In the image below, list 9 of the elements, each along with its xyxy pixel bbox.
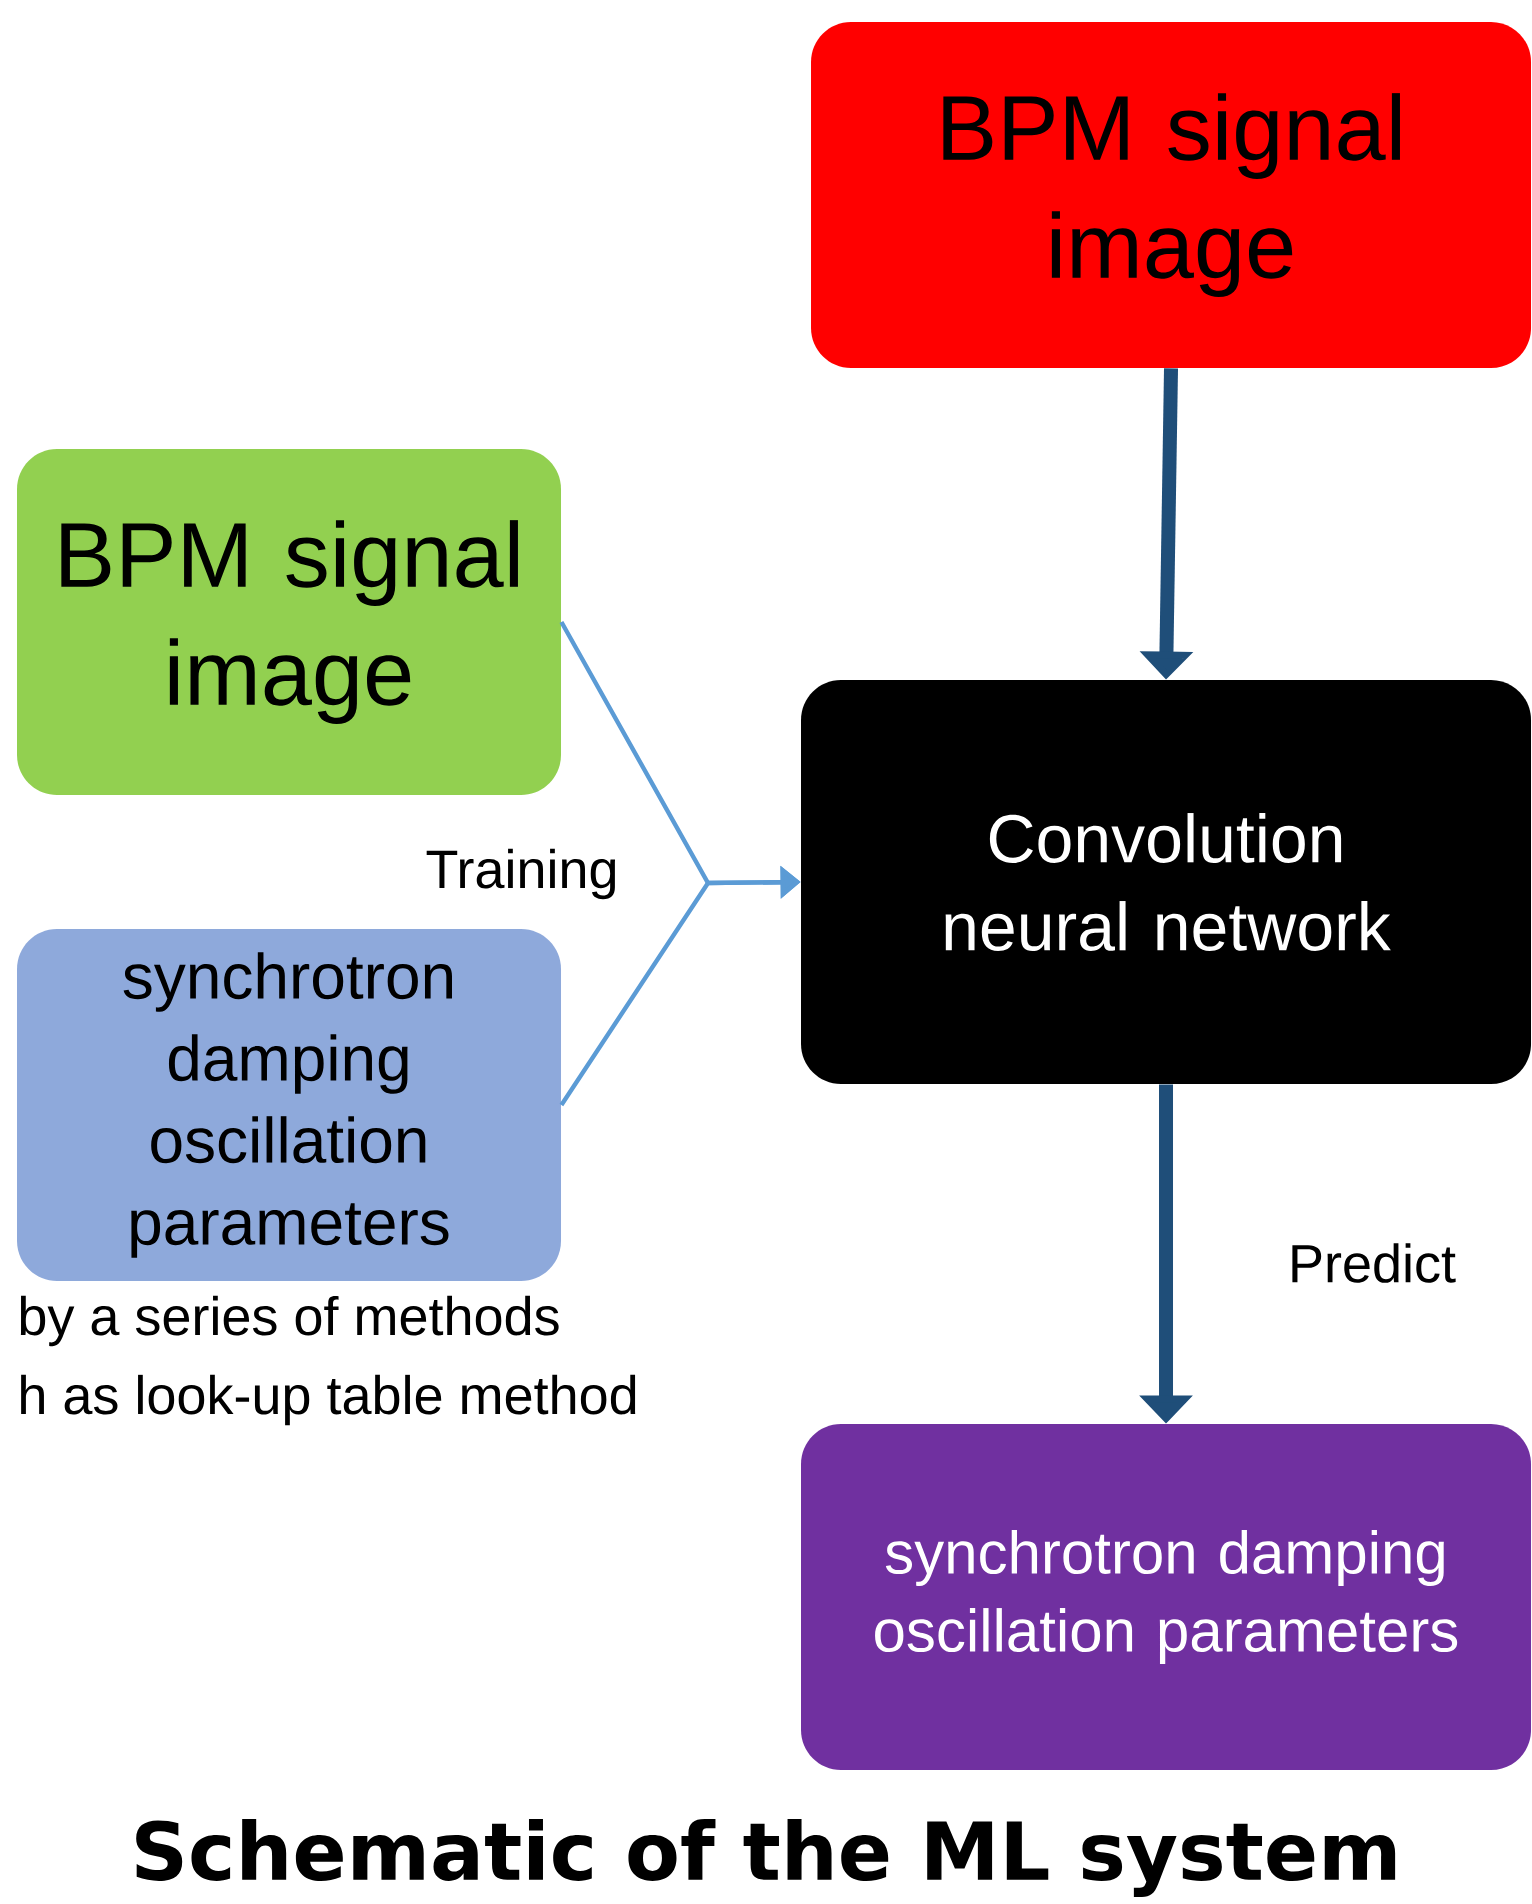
edge-label: Training	[421, 844, 623, 904]
edge-label: Predict	[1284, 1239, 1461, 1287]
process-box: Convolution neural network	[801, 680, 1531, 1084]
process-box: synchrotron damping oscillation parameters	[801, 1424, 1531, 1770]
process-box: BPM signal image	[17, 449, 561, 795]
process-box: synchrotron damping oscillation parameters	[17, 929, 561, 1281]
title: Schematic of the ML system	[136, 1819, 1396, 1898]
process-box: BPM signal image	[811, 22, 1531, 368]
note-text: h as look-up table method	[21, 1374, 636, 1426]
